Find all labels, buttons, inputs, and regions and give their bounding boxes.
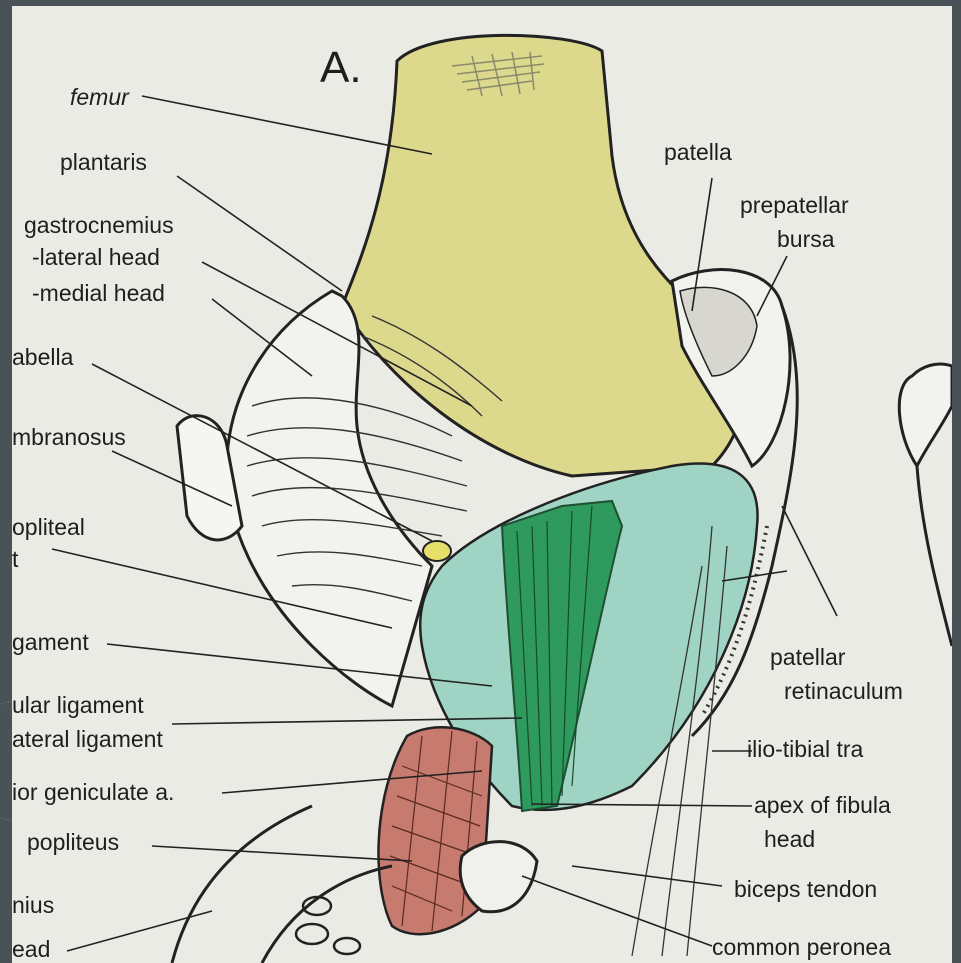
label-patellar: patellar [770, 646, 845, 669]
label-lateral-ligament: ateral ligament [12, 728, 163, 751]
fabella-shape [423, 541, 451, 561]
label-medial-head: -medial head [32, 282, 165, 305]
label-apex-fibula: apex of fibula [754, 794, 891, 817]
label-bursa: bursa [777, 228, 835, 251]
vessel-rings [296, 897, 360, 954]
label-femur: femur [70, 86, 129, 109]
adjacent-figure-fragment [899, 364, 952, 466]
tibia-outline [172, 806, 392, 963]
label-popliteal-2: t [12, 548, 18, 571]
label-gastrocnemius-bottom: nius [12, 894, 54, 917]
label-prepatellar: prepatellar [740, 194, 849, 217]
knee-drawing [12, 6, 952, 963]
label-patella: patella [664, 141, 732, 164]
label-apex-head: head [764, 828, 815, 851]
label-biceps-tendon: biceps tendon [734, 878, 877, 901]
label-fabella: abella [12, 346, 73, 369]
label-head-bottom: ead [12, 938, 50, 961]
label-popliteal: opliteal [12, 516, 85, 539]
panel-letter: A. [320, 46, 362, 90]
label-ligament: gament [12, 631, 89, 654]
label-gastrocnemius: gastrocnemius [24, 214, 174, 237]
label-geniculate: ior geniculate a. [12, 781, 174, 804]
label-arcuate-ligament: ular ligament [12, 694, 144, 717]
label-plantaris: plantaris [60, 151, 147, 174]
label-popliteus: popliteus [27, 831, 119, 854]
femur-shape [342, 35, 745, 476]
label-lateral-head: -lateral head [32, 246, 160, 269]
label-common-peroneal: common peronea [712, 936, 891, 959]
label-semimembranosus: mbranosus [12, 426, 126, 449]
anatomy-illustration: A. femur plantaris gastrocnemius -latera… [12, 6, 952, 963]
adjacent-figure-curve [917, 466, 952, 646]
label-iliotibial: ilio-tibial tra [747, 738, 863, 761]
label-retinaculum: retinaculum [784, 680, 903, 703]
